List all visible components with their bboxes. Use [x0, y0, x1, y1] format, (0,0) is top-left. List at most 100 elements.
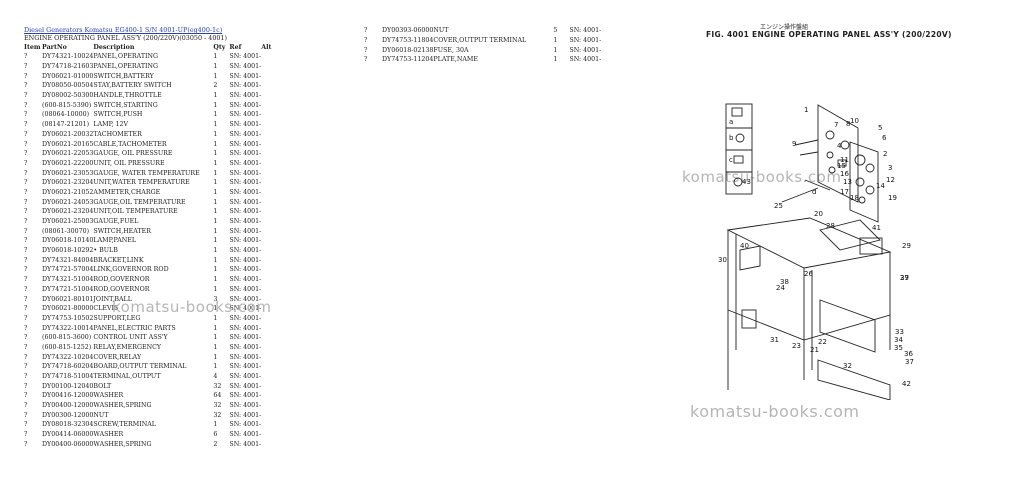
cell-partno: DY06021-23053	[42, 169, 94, 177]
cell-qty: 4	[213, 373, 218, 381]
callout-label: 1	[804, 106, 808, 114]
cell-description: PANEL,OPERATING	[93, 53, 159, 61]
callout-label: 32	[843, 362, 852, 370]
callout-label: 31	[770, 336, 779, 344]
cell-alt	[261, 159, 281, 169]
cell-partno: DY00300-12000	[42, 411, 94, 419]
cell-partno: DY06018-10140	[42, 237, 94, 245]
cell-item: ?	[24, 392, 28, 400]
cell-description: PANEL,ELECTRIC PARTS	[93, 324, 176, 332]
cell-ref: SN: 4001-	[229, 285, 262, 293]
cell-alt	[601, 45, 621, 55]
cell-partno: (08147-21201)	[42, 121, 90, 129]
cell-ref: SN: 4001-	[569, 56, 602, 64]
cell-qty: 1	[213, 227, 218, 235]
watermark: komatsu-books.com	[690, 402, 860, 421]
cell-item: ?	[24, 363, 28, 371]
cell-qty: 1	[213, 140, 218, 148]
cell-qty: 1	[213, 363, 218, 371]
cell-qty: 1	[213, 256, 218, 264]
cell-ref: SN: 4001-	[229, 440, 262, 448]
callout-label: 3	[888, 164, 892, 172]
cell-description: GAUGE, WATER TEMPERATURE	[93, 169, 200, 177]
cell-description: TERMINAL,OUTPUT	[93, 373, 161, 381]
cell-item: ?	[24, 256, 28, 264]
cell-description: ROD,GOVERNOR	[93, 276, 150, 284]
cell-item: ?	[24, 72, 28, 80]
cell-qty: 1	[213, 63, 218, 71]
cell-alt	[261, 381, 281, 391]
cell-item: ?	[24, 188, 28, 196]
cell-qty: 1	[553, 37, 558, 45]
cell-description: WASHER,SPRING	[93, 440, 152, 448]
callout-label: 24	[776, 284, 785, 292]
callout-label: 30	[718, 256, 727, 264]
table-header-row: Item PartNo Description Qty Ref Alt	[24, 43, 281, 52]
col-ref: Ref	[229, 44, 242, 51]
cell-alt	[261, 440, 281, 450]
cell-item: ?	[24, 227, 28, 235]
callout-label: 13	[843, 178, 852, 186]
cell-description: AMMETER,CHARGE	[93, 188, 161, 196]
cell-item: ?	[24, 82, 28, 90]
cell-item: ?	[24, 431, 28, 439]
cell-description: SWITCH,STARTING	[93, 101, 158, 109]
callout-label: 8	[846, 120, 850, 128]
callout-label: 21	[810, 346, 819, 354]
cell-ref: SN: 4001-	[229, 382, 262, 390]
cell-item: ?	[24, 373, 28, 381]
cell-description: LAMP, 12V	[93, 121, 129, 129]
callout-label: 11	[840, 156, 849, 164]
callout-label: 36	[904, 350, 913, 358]
cell-ref: SN: 4001-	[229, 392, 262, 400]
cell-ref: SN: 4001-	[229, 179, 262, 187]
cell-item: ?	[24, 208, 28, 216]
cell-description: GAUGE,FUEL	[93, 218, 139, 226]
cell-alt	[261, 139, 281, 149]
breadcrumb-link[interactable]: Diesel Generators Komatsu EG400-1 S/N 40…	[24, 26, 223, 34]
cell-partno: DY06021-20032	[42, 130, 94, 138]
callout-label: 14	[876, 182, 885, 190]
callout-label: 37	[905, 358, 914, 366]
cell-qty: 2	[213, 82, 218, 90]
cell-ref: SN: 4001-	[569, 46, 602, 54]
callout-label: 27	[900, 274, 909, 282]
callout-label: 7	[834, 121, 838, 129]
callout-label: 38	[780, 278, 789, 286]
callout-label: 5	[878, 124, 882, 132]
cell-qty: 6	[213, 431, 218, 439]
callout-label: 39	[900, 274, 909, 282]
cell-alt	[261, 352, 281, 362]
cell-item: ?	[24, 402, 28, 410]
cell-ref: SN: 4001-	[229, 82, 262, 90]
cell-description: GAUGE,OIL TEMPERATURE	[93, 198, 186, 206]
callout-label: 20	[814, 210, 823, 218]
callout-label: 9	[792, 140, 796, 148]
cell-qty: 32	[213, 402, 222, 410]
cell-alt	[601, 36, 621, 46]
callout-label: 42	[902, 380, 911, 388]
cell-description: BRACKET,LINK	[93, 256, 144, 264]
cell-ref: SN: 4001-	[229, 353, 262, 361]
callout-label: 12	[886, 176, 895, 184]
cell-ref: SN: 4001-	[229, 247, 262, 255]
cell-ref: SN: 4001-	[229, 237, 262, 245]
cell-item: ?	[24, 266, 28, 274]
cell-qty: 1	[213, 101, 218, 109]
cell-qty: 1	[213, 150, 218, 158]
cell-item: ?	[24, 111, 28, 119]
cell-description: BOARD,OUTPUT TERMINAL	[93, 363, 187, 371]
cell-qty: 1	[213, 92, 218, 100]
cell-description: PLATE,NAME	[433, 56, 478, 64]
callout-label: 19	[888, 194, 897, 202]
cell-description: WASHER	[93, 431, 124, 439]
cell-qty: 1	[553, 46, 558, 54]
cell-description: COVER,OUTPUT TERMINAL	[433, 37, 527, 45]
